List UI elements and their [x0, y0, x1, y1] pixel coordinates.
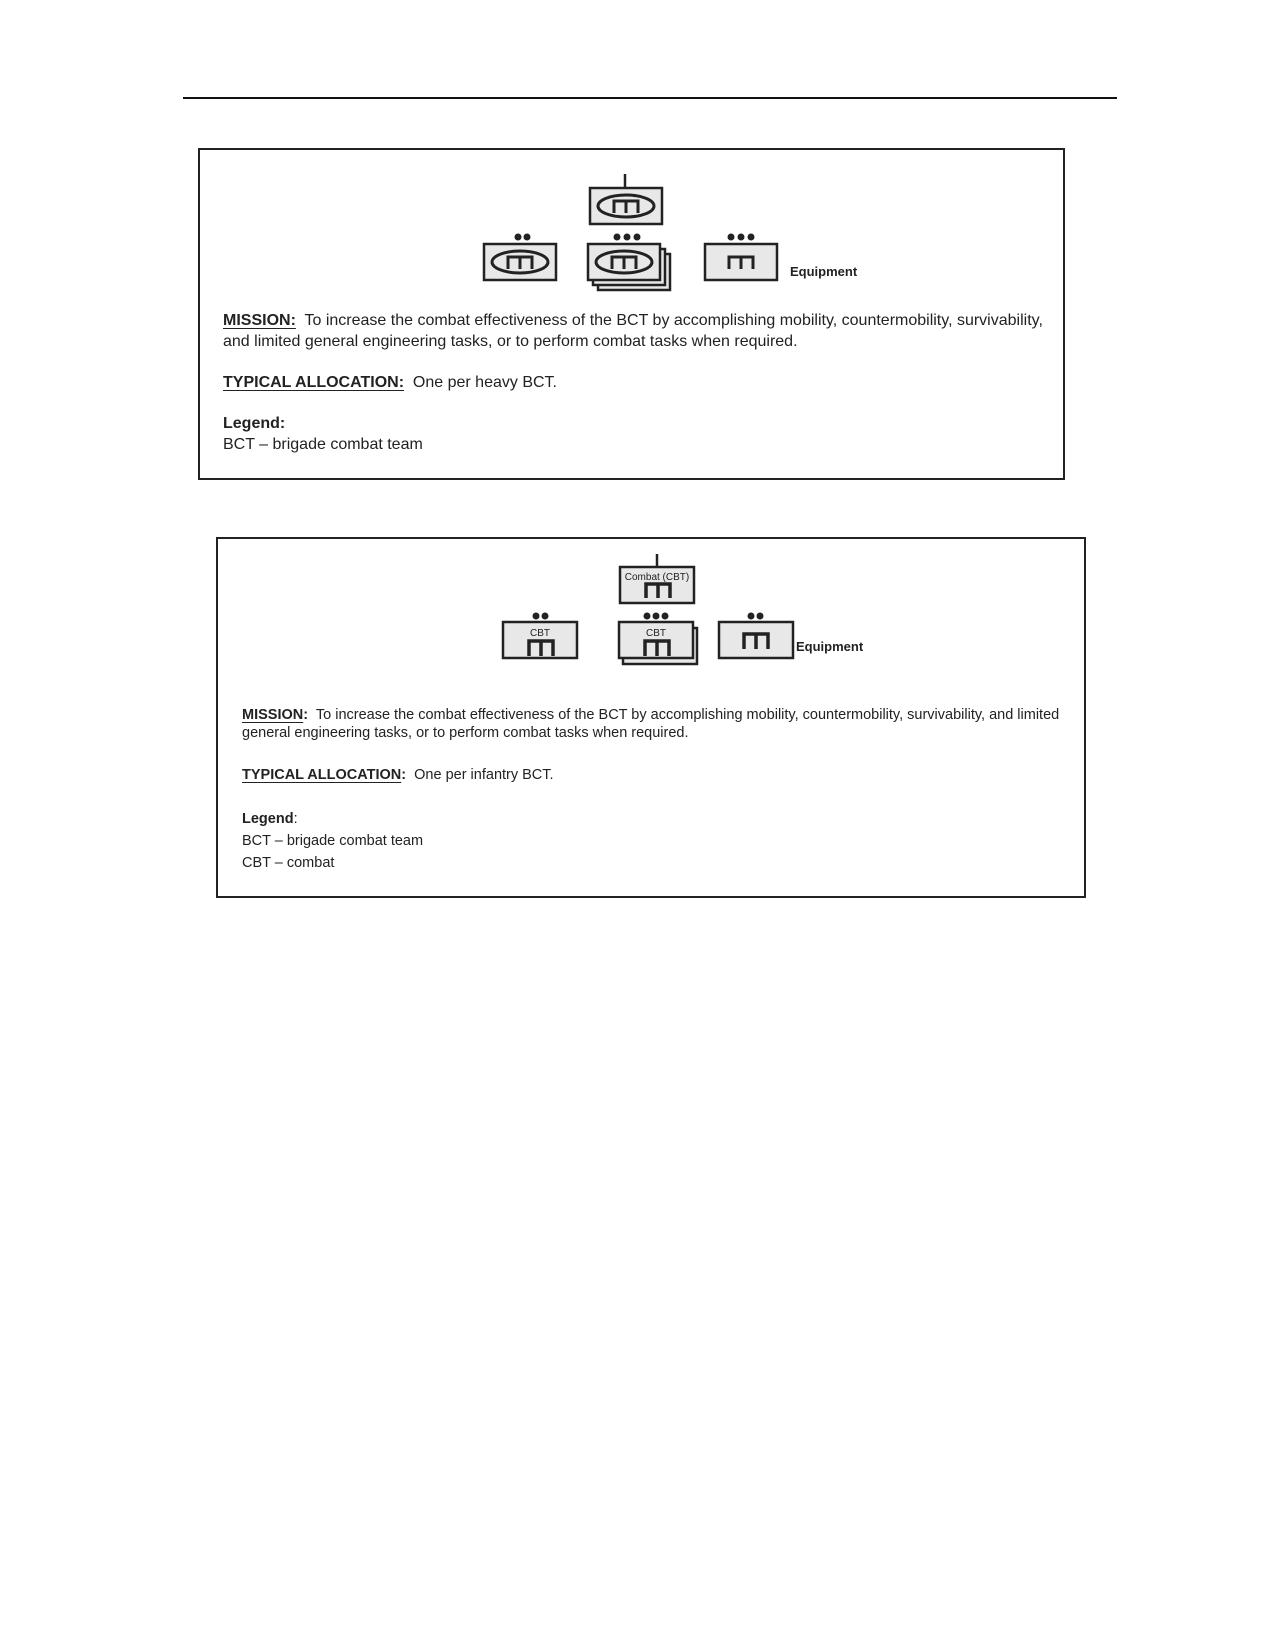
allocation-text: One per infantry BCT. — [414, 767, 554, 783]
mission-paragraph: MISSION: To increase the combat effectiv… — [223, 310, 1043, 352]
mission-label: MISSION — [242, 707, 304, 723]
legend-colon: : — [293, 811, 298, 827]
heavy-text-block: MISSION: To increase the combat effectiv… — [223, 310, 1043, 455]
combat-company-symbol-left: CBT — [501, 612, 579, 660]
battalion-hq-symbol: Combat (CBT) — [618, 554, 696, 605]
combat-company-symbol-center-stacked: CBT — [617, 612, 699, 666]
allocation-paragraph: TYPICAL ALLOCATION: One per infantry BCT… — [242, 766, 1067, 784]
header-rule — [183, 97, 1117, 99]
legend-heading: Legend — [242, 811, 294, 827]
allocation-colon: : — [401, 767, 407, 783]
allocation-paragraph: TYPICAL ALLOCATION: One per heavy BCT. — [223, 372, 1043, 393]
legend-heading-line: Legend: — [242, 808, 1067, 830]
center-caption: CBT — [646, 628, 666, 639]
heavy-org-chart: Equipment — [482, 174, 858, 292]
allocation-label: TYPICAL ALLOCATION — [242, 767, 402, 783]
equipment-company-symbol — [703, 233, 779, 282]
equipment-label: Equipment — [796, 639, 864, 654]
heavy-bct-engineer-panel: Equipment MISSION: To increase the comba… — [198, 148, 1065, 480]
equipment-label: Equipment — [790, 264, 858, 279]
mission-text: To increase the combat effectiveness of … — [242, 707, 1060, 741]
allocation-text: One per heavy BCT. — [412, 374, 557, 391]
mission-colon: : — [303, 707, 309, 723]
mission-label: MISSION: — [223, 312, 296, 329]
mission-paragraph: MISSION: To increase the combat effectiv… — [242, 706, 1067, 742]
infantry-bct-engineer-panel: Combat (CBT) CBT CBT Equipmen — [216, 537, 1086, 898]
company-symbol-center-stacked — [586, 233, 672, 292]
company-symbol-left — [482, 233, 558, 282]
allocation-label: TYPICAL ALLOCATION: — [223, 374, 405, 391]
legend-entry-cbt: CBT – combat — [242, 855, 335, 871]
legend-entry: BCT – brigade combat team — [223, 436, 423, 453]
legend-heading: Legend: — [223, 415, 286, 432]
left-caption: CBT — [530, 628, 550, 639]
mission-text: To increase the combat effectiveness of … — [223, 312, 1043, 350]
equipment-company-symbol — [717, 612, 795, 660]
infantry-text-block: MISSION: To increase the combat effectiv… — [242, 706, 1067, 874]
battalion-hq-symbol — [588, 174, 664, 226]
infantry-org-chart: Combat (CBT) CBT CBT Equipmen — [501, 554, 864, 666]
hq-caption: Combat (CBT) — [625, 572, 689, 583]
legend-entry-bct: BCT – brigade combat team — [242, 833, 424, 849]
